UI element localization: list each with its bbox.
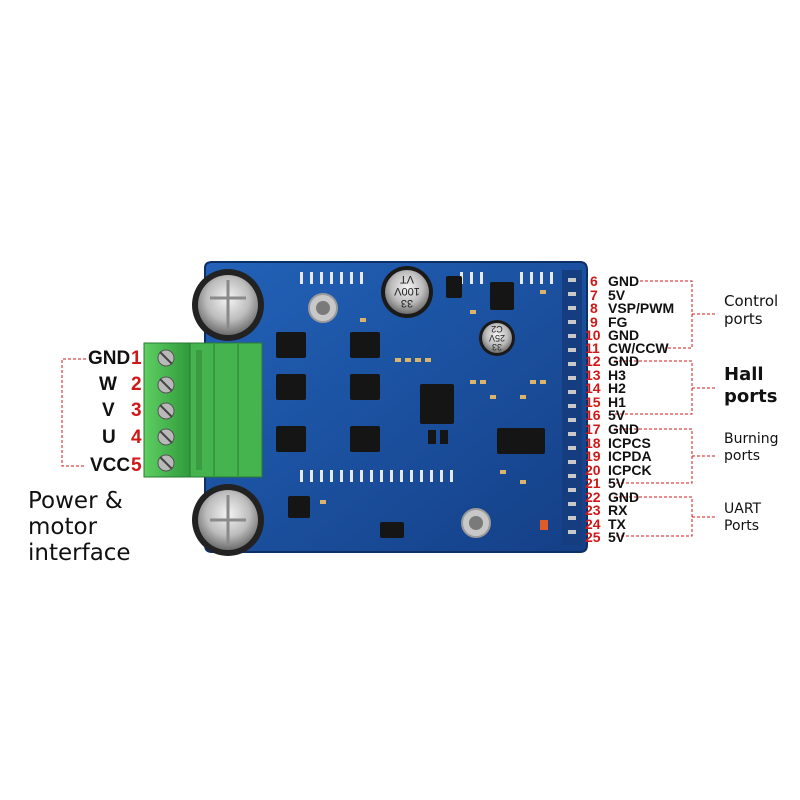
pin-number: 24 xyxy=(585,516,601,532)
pin-number: 7 xyxy=(590,287,598,303)
terminal-block xyxy=(143,342,263,478)
cap-small-text-2: 25V xyxy=(489,333,505,343)
cap-small-text-3: C2 xyxy=(491,324,503,334)
pin-number: 22 xyxy=(585,489,601,505)
pin-number: 17 xyxy=(585,421,601,437)
pin-label: 5V xyxy=(608,475,626,491)
pin-label: GND xyxy=(608,489,640,505)
ic-chips xyxy=(288,276,545,538)
pin-label-w: W xyxy=(99,374,117,395)
smd-components xyxy=(320,290,548,530)
pin-label: RX xyxy=(608,502,628,518)
caption-line: motor xyxy=(28,514,98,540)
power-motor-caption: Power & motor interface xyxy=(28,488,131,566)
capacitor-25v: 33 25V C2 xyxy=(479,320,515,356)
pin-label-vcc: VCC xyxy=(90,455,131,476)
pin-label: H1 xyxy=(608,394,626,410)
pin-number: 6 xyxy=(590,273,598,289)
pin-label: 5V xyxy=(608,407,626,423)
pin-label: 5V xyxy=(608,529,626,545)
capacitor-large-bottom xyxy=(192,484,264,556)
pin-label: H3 xyxy=(608,367,626,383)
pin-number: 18 xyxy=(585,435,601,451)
pin-label-v: V xyxy=(102,400,115,421)
caption-line: interface xyxy=(28,540,131,566)
cap-large-text-1: 33 xyxy=(401,297,413,309)
caption-line: Power & xyxy=(28,488,123,514)
pin-number: 9 xyxy=(590,314,598,330)
capacitor-large-top xyxy=(192,269,264,341)
pin-number: 16 xyxy=(585,407,601,423)
pin-label: GND xyxy=(608,353,640,369)
right-leader-lines xyxy=(614,280,716,537)
pin-number: 19 xyxy=(585,448,601,464)
pin-number: 21 xyxy=(585,475,601,491)
pin-number: 20 xyxy=(585,462,601,478)
pin-label: ICPCK xyxy=(608,462,652,478)
pin-number: 15 xyxy=(585,394,601,410)
pin-number: 12 xyxy=(585,353,601,369)
pin-label: GND xyxy=(608,421,640,437)
pin-number: 25 xyxy=(585,529,601,545)
pin-label: H2 xyxy=(608,380,626,396)
pin-label: VSP/PWM xyxy=(608,300,675,316)
header-strip xyxy=(562,270,582,545)
pin-number: 1 xyxy=(131,348,142,369)
pin-label: FG xyxy=(608,314,628,330)
pin-label: GND xyxy=(608,327,640,343)
mounting-holes xyxy=(308,293,491,538)
cap-large-text-2: 100V xyxy=(393,285,419,297)
pin-number: 3 xyxy=(131,400,142,421)
pin-number: 23 xyxy=(585,502,601,518)
pin-number: 11 xyxy=(585,340,600,356)
pin-number: 14 xyxy=(585,380,601,396)
pin-label-u: U xyxy=(102,427,116,448)
pin-label: GND xyxy=(608,273,640,289)
pin-label: ICPDA xyxy=(608,448,652,464)
left-leader-lines xyxy=(61,358,86,467)
pin-label: ICPCS xyxy=(608,435,651,451)
pin-number: 10 xyxy=(585,327,601,343)
capacitor-100v: 33 100V VT xyxy=(381,266,433,318)
pin-number: 5 xyxy=(131,455,142,476)
mosfets xyxy=(276,332,380,452)
vent-slots xyxy=(300,272,553,482)
pin-label: 5V xyxy=(608,287,626,303)
pin-number: 4 xyxy=(131,427,142,448)
pin-label: TX xyxy=(608,516,626,532)
cap-small-text-1: 33 xyxy=(492,342,502,352)
pin-label: CW/CCW xyxy=(608,340,669,356)
pin-number: 8 xyxy=(590,300,598,316)
pin-number: 2 xyxy=(131,374,142,395)
pin-label-gnd: GND xyxy=(88,348,131,369)
pin-number: 13 xyxy=(585,367,601,383)
cap-large-text-3: VT xyxy=(400,273,414,285)
